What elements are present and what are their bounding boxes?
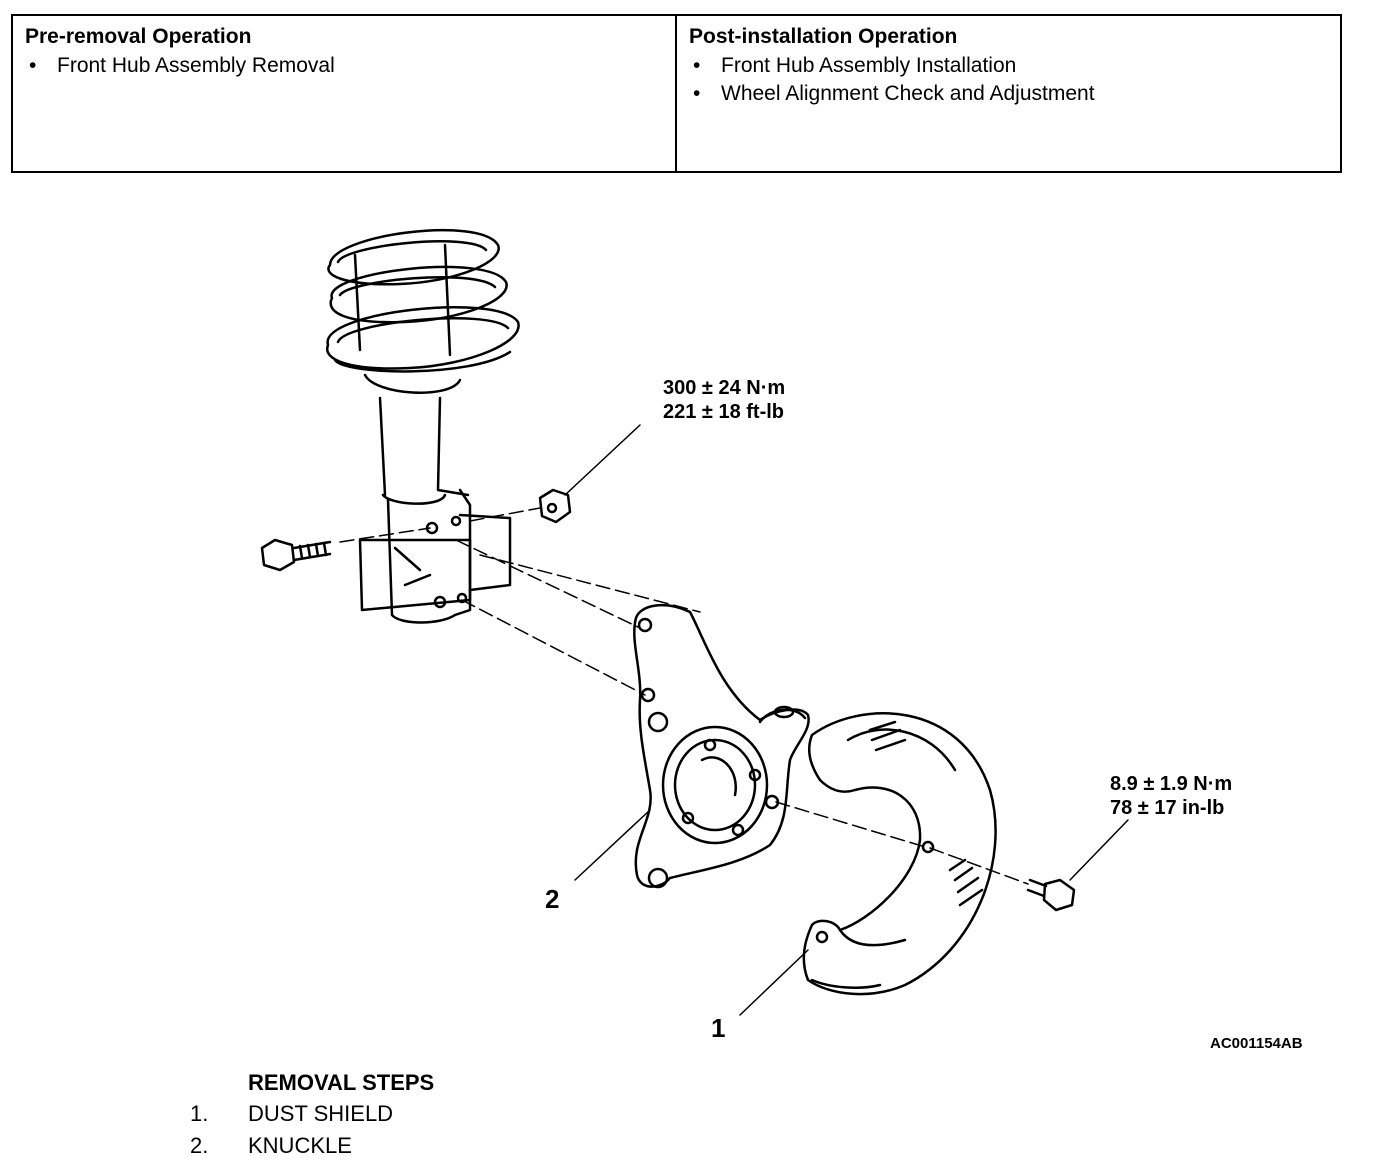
shield-bolt (1026, 878, 1076, 912)
post-installation-title: Post-installation Operation (689, 25, 958, 48)
coil-spring (325, 228, 520, 373)
torque-label-shield: 8.9 ± 1.9 N·m 78 ± 17 in-lb (1110, 773, 1232, 819)
post-installation-column: Post-installation Operation • Front Hub … (677, 16, 1340, 171)
list-item: • Front Hub Assembly Installation (689, 52, 1328, 80)
pre-removal-list: • Front Hub Assembly Removal (25, 52, 663, 80)
step-number: 1. (190, 1101, 209, 1126)
bullet-icon: • (693, 82, 701, 105)
pre-removal-title: Pre-removal Operation (25, 25, 252, 48)
torque-strut-metric: 300 ± 24 N·m (663, 377, 785, 399)
strut-body (358, 373, 512, 624)
list-item-label: Front Hub Assembly Removal (57, 54, 335, 77)
post-installation-list: • Front Hub Assembly Installation • Whee… (689, 52, 1328, 108)
step-number: 2. (190, 1133, 209, 1158)
suspension-exploded-diagram: 300 ± 24 N·m 221 ± 18 ft-lb 8.9 ± 1.9 N·… (260, 228, 1303, 1052)
list-item: 1. DUST SHIELD (190, 1098, 434, 1130)
removal-steps-title: REMOVAL STEPS (248, 1070, 435, 1095)
knuckle (633, 604, 810, 889)
leader-lines (564, 424, 1129, 1016)
callout-dust-shield: 1 (711, 1013, 725, 1043)
bullet-icon: • (29, 54, 37, 77)
torque-shield-imperial: 78 ± 17 in-lb (1110, 797, 1224, 819)
figure-id: AC001154AB (1210, 1035, 1303, 1052)
torque-shield-metric: 8.9 ± 1.9 N·m (1110, 773, 1232, 795)
strut-bolt (260, 538, 332, 572)
list-item-label: Wheel Alignment Check and Adjustment (721, 82, 1095, 105)
list-item: • Front Hub Assembly Removal (25, 52, 663, 80)
list-item: 2. KNUCKLE (190, 1130, 434, 1162)
list-item-label: Front Hub Assembly Installation (721, 54, 1017, 77)
removal-steps: REMOVAL STEPS 1. DUST SHIELD 2. KNUCKLE (190, 1068, 434, 1162)
list-item: • Wheel Alignment Check and Adjustment (689, 80, 1328, 108)
torque-label-strut: 300 ± 24 N·m 221 ± 18 ft-lb (663, 377, 785, 423)
step-label: DUST SHIELD (248, 1101, 394, 1126)
strut-nut (538, 488, 572, 524)
operations-table: Pre-removal Operation • Front Hub Assemb… (11, 14, 1342, 173)
step-label: KNUCKLE (248, 1133, 352, 1158)
alignment-lines (339, 507, 1029, 885)
callout-knuckle: 2 (545, 884, 559, 914)
torque-strut-imperial: 221 ± 18 ft-lb (663, 401, 784, 423)
pre-removal-column: Pre-removal Operation • Front Hub Assemb… (13, 16, 677, 171)
bullet-icon: • (693, 54, 701, 77)
dust-shield (802, 712, 997, 996)
